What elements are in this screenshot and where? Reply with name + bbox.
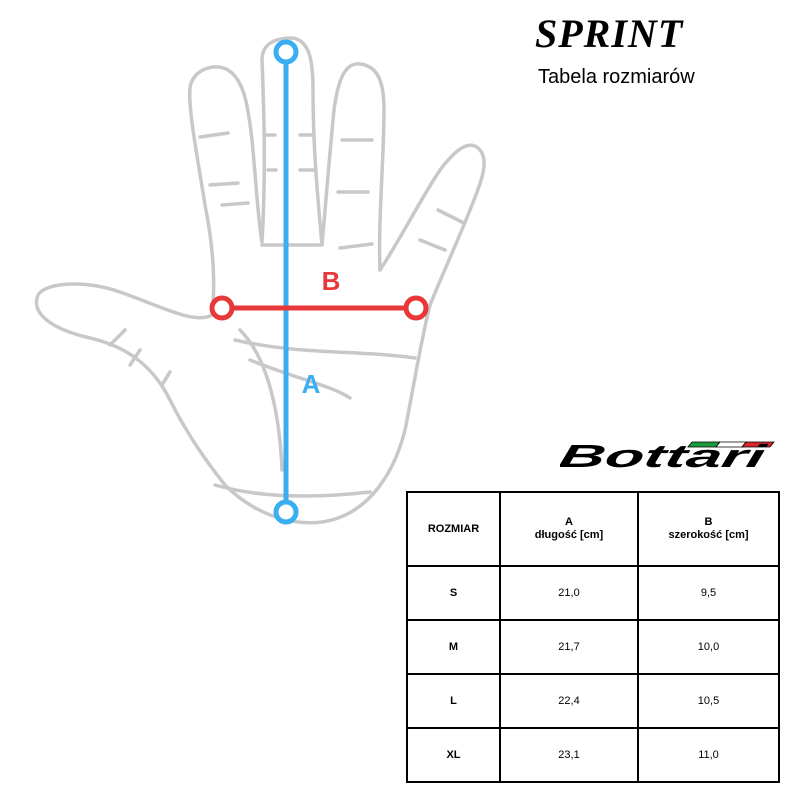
table-row: S 21,0 9,5 bbox=[406, 565, 780, 621]
width-cell: 10,5 bbox=[637, 673, 780, 729]
svg-text:Bottari: Bottari bbox=[560, 438, 770, 472]
measurement-b-label: B bbox=[322, 266, 341, 296]
header-size: ROZMIAR bbox=[406, 491, 501, 567]
measurement-a-label: A bbox=[302, 369, 321, 399]
width-cell: 10,0 bbox=[637, 619, 780, 675]
size-chart-subtitle: Tabela rozmiarów bbox=[538, 66, 695, 88]
width-cell: 9,5 bbox=[637, 565, 780, 621]
table-row: XL 23,1 11,0 bbox=[406, 727, 780, 783]
length-cell: 21,7 bbox=[499, 619, 639, 675]
table-row: L 22,4 10,5 bbox=[406, 673, 780, 729]
header-width: B szerokość [cm] bbox=[637, 491, 780, 567]
product-title: SPRINT bbox=[535, 11, 684, 56]
length-cell: 23,1 bbox=[499, 727, 639, 783]
hand-outline bbox=[34, 36, 486, 525]
measurement-b-right-marker bbox=[403, 295, 429, 321]
measurement-a-bottom-marker bbox=[273, 499, 299, 525]
table-row: M 21,7 10,0 bbox=[406, 619, 780, 675]
size-cell: M bbox=[406, 619, 501, 675]
header-length: A długość [cm] bbox=[499, 491, 639, 567]
size-cell: S bbox=[406, 565, 501, 621]
size-cell: XL bbox=[406, 727, 501, 783]
measurement-a-line bbox=[273, 39, 299, 525]
size-table: ROZMIAR A długość [cm] B szerokość [cm] … bbox=[406, 491, 780, 783]
measurement-a-top-marker bbox=[273, 39, 299, 65]
measurement-b-left-marker bbox=[209, 295, 235, 321]
measurement-b-line bbox=[209, 295, 429, 321]
length-cell: 21,0 bbox=[499, 565, 639, 621]
table-header-row: ROZMIAR A długość [cm] B szerokość [cm] bbox=[406, 491, 780, 567]
length-cell: 22,4 bbox=[499, 673, 639, 729]
width-cell: 11,0 bbox=[637, 727, 780, 783]
size-cell: L bbox=[406, 673, 501, 729]
brand-logo: Bottari bbox=[560, 438, 775, 472]
